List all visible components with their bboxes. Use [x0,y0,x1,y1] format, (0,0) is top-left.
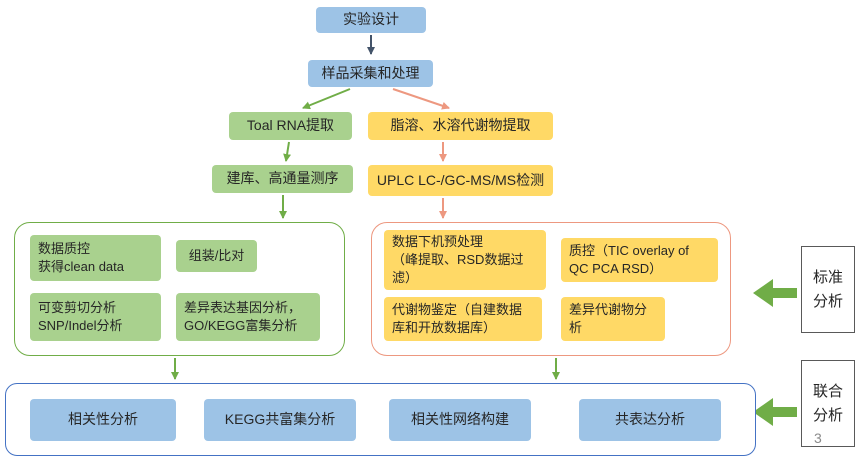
block-arrow-joint-analysis [753,398,797,426]
node-metabolome-qc: 质控（TIC overlay of QC PCA RSD） [561,238,718,282]
node-splicing-snp: 可变剪切分析 SNP/Indel分析 [30,293,161,341]
node-data-qc: 数据质控 获得clean data [30,235,161,281]
arrow-rna-to-library [283,141,292,162]
arrow-sample-to-metabolite [392,88,450,110]
node-metabolite-extraction: 脂溶、水溶代谢物提取 [368,112,553,140]
node-kegg-coenrichment: KEGG共富集分析 [204,399,356,441]
node-differential-metabolite: 差异代谢物分析 [561,297,665,341]
node-data-preprocessing: 数据下机预处理 （峰提取、RSD数据过滤） [384,230,546,290]
label-joint-analysis: 联合 分析 [801,360,855,447]
block-arrow-standard-analysis [753,279,797,307]
node-correlation-network: 相关性网络构建 [389,399,531,441]
node-experiment-design: 实验设计 [316,7,426,33]
node-sample-processing: 样品采集和处理 [308,60,433,87]
node-assembly-alignment: 组装/比对 [176,240,257,272]
node-library-sequencing: 建库、高通量测序 [212,165,353,193]
node-coexpression-analysis: 共表达分析 [579,399,721,441]
node-metabolite-identification: 代谢物鉴定（自建数据库和开放数据库） [384,297,542,341]
page-number: 3 [814,430,822,446]
node-correlation-analysis: 相关性分析 [30,399,176,441]
node-rna-extraction: Toal RNA提取 [229,112,352,140]
arrow-sample-to-rna [302,88,351,110]
node-ms-detection: UPLC LC-/GC-MS/MS检测 [368,165,553,196]
node-dge-enrichment: 差异表达基因分析， GO/KEGG富集分析 [176,293,320,341]
label-standard-analysis: 标准 分析 [801,246,855,333]
